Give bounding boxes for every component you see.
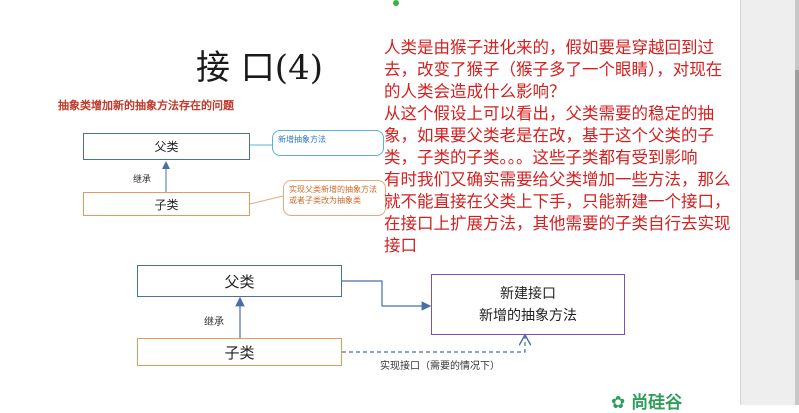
callout-implement-text: 实现父类新增的抽象方法或者子类改为抽象类 [289, 185, 377, 205]
scrollbar-thumb[interactable] [795, 70, 799, 280]
implement-label: 实现接口（需要的情况下） [380, 361, 500, 372]
small-child-label: 子类 [154, 197, 179, 212]
notes-line: 人类是由猴子进化来的，假如要是穿越回到过 [384, 38, 714, 57]
large-parent-label: 父类 [224, 272, 255, 291]
slide-canvas: 接 口(4) 抽象类增加新的抽象方法存在的问题 父类 继承 子类 新增抽象方法 [58, 38, 740, 413]
small-parent-box: 父类 [83, 133, 250, 160]
interface-line1: 新建接口 [500, 285, 556, 302]
right-side-panel [740, 0, 799, 405]
callout-implement: 实现父类新增的抽象方法或者子类改为抽象类 [283, 180, 386, 216]
slide-subtitle: 抽象类增加新的抽象方法存在的问题 [58, 99, 234, 112]
logo-text: 尚硅谷 [631, 393, 683, 413]
notes-line: 有时我们又确实需要给父类增加一些方法，那么 [384, 170, 731, 189]
notes-line: 接口 [384, 236, 417, 255]
interface-box: 新建接口 新增的抽象方法 [431, 274, 625, 335]
small-child-box: 子类 [83, 192, 250, 216]
large-parent-box: 父类 [137, 265, 342, 297]
notes-line: 在接口上扩展方法，其他需要的子类自行去实现 [384, 214, 731, 233]
slide-title: 接 口(4) [196, 48, 323, 88]
notes-line: 就不能直接在父类上下手，只能新建一个接口， [384, 192, 731, 211]
callout-impl-pointer [249, 195, 284, 205]
large-inherit-label: 继承 [204, 317, 224, 328]
diagram-connectors [162, 144, 740, 353]
notes-text: 人类是由猴子进化来的，假如要是穿越回到过 去，改变了猴子（猴子多了一个眼睛），对… [384, 37, 788, 257]
parent-to-interface-connector [342, 280, 432, 311]
interface-line2: 新增的抽象方法 [479, 307, 577, 324]
notes-line: 的人类会造成什么影响？ [384, 82, 566, 101]
child-implements-connector [342, 336, 525, 353]
cursor-dot-icon [393, 0, 399, 6]
large-child-label: 子类 [224, 343, 255, 362]
callout-new-method-text: 新增抽象方法 [278, 135, 326, 144]
small-parent-label: 父类 [154, 140, 179, 154]
notes-line: 类，子类的子类。。。这些子类都有受到影响 [384, 148, 698, 167]
callout-new-method: 新增抽象方法 [272, 130, 384, 156]
notes-line: 从这个假设上可以看出，父类需要的稳定的抽 [384, 104, 714, 123]
notes-line: 去，改变了猴子（猴子多了一个眼睛），对现在 [384, 60, 723, 79]
large-child-box: 子类 [137, 338, 342, 366]
brand-logo: ✿ 尚硅谷 [611, 388, 682, 413]
notes-line: 象，如果要父类老是在改，基于这个父类的子 [384, 126, 714, 145]
logo-icon: ✿ [611, 393, 626, 413]
small-inherit-label: 继承 [133, 175, 152, 185]
